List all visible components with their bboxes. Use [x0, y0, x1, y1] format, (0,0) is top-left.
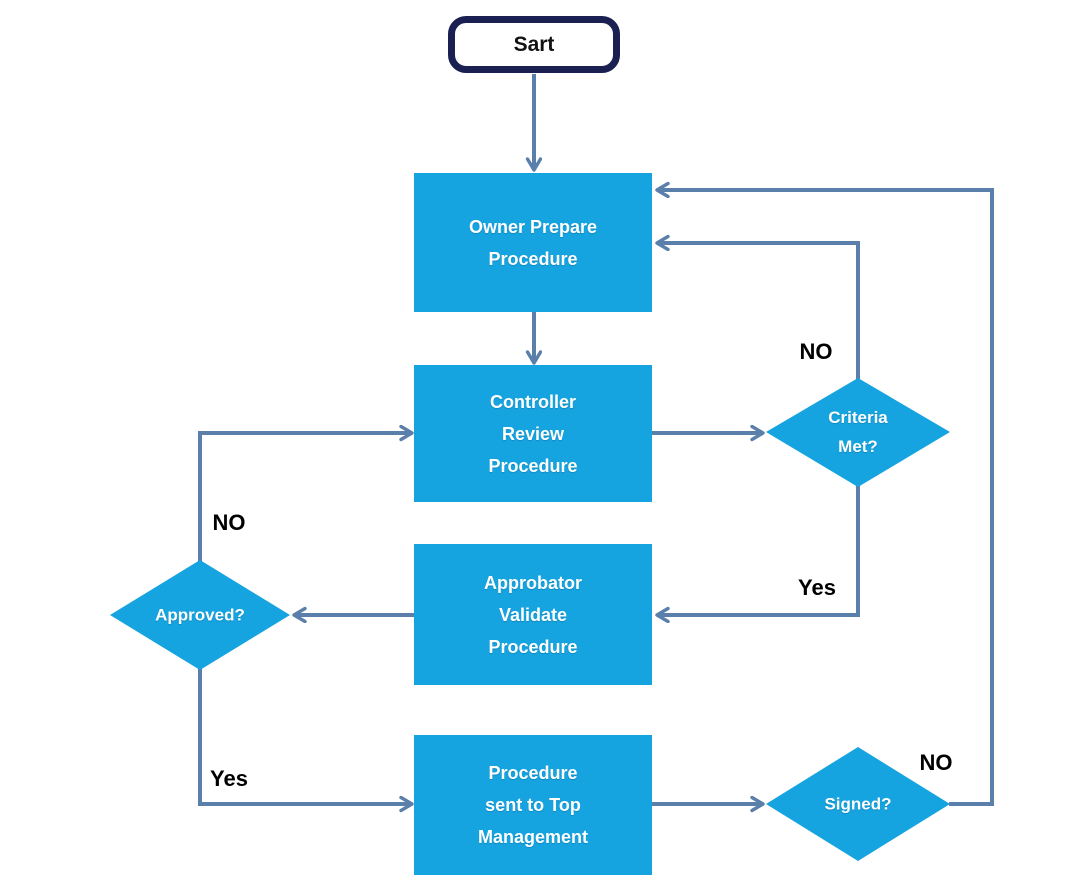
edge-label-approved-yes: Yes — [210, 766, 248, 791]
decision-approved-label: Approved? — [155, 605, 245, 625]
decision-signed — [766, 747, 950, 861]
decision-signed-label: Signed? — [824, 794, 892, 814]
edge-criteria-no-to-owner — [657, 243, 860, 380]
edge-label-approved-no: NO — [212, 510, 246, 535]
decision-criteria-met — [766, 378, 950, 487]
node-start: Sart — [448, 16, 620, 73]
edge-signed-no-to-owner — [657, 190, 994, 806]
edge-approved-yes-to-sent — [198, 668, 412, 804]
node-start-label: Sart — [513, 32, 555, 56]
edge-label-signed-no: NO — [919, 750, 953, 775]
edge-label-criteria-no: NO — [799, 339, 833, 364]
decision-approved — [110, 560, 290, 670]
edge-criteria-yes-to-approbator — [657, 485, 860, 615]
edge-approved-no-to-controller — [198, 433, 412, 562]
edge-label-criteria-yes: Yes — [798, 575, 836, 600]
